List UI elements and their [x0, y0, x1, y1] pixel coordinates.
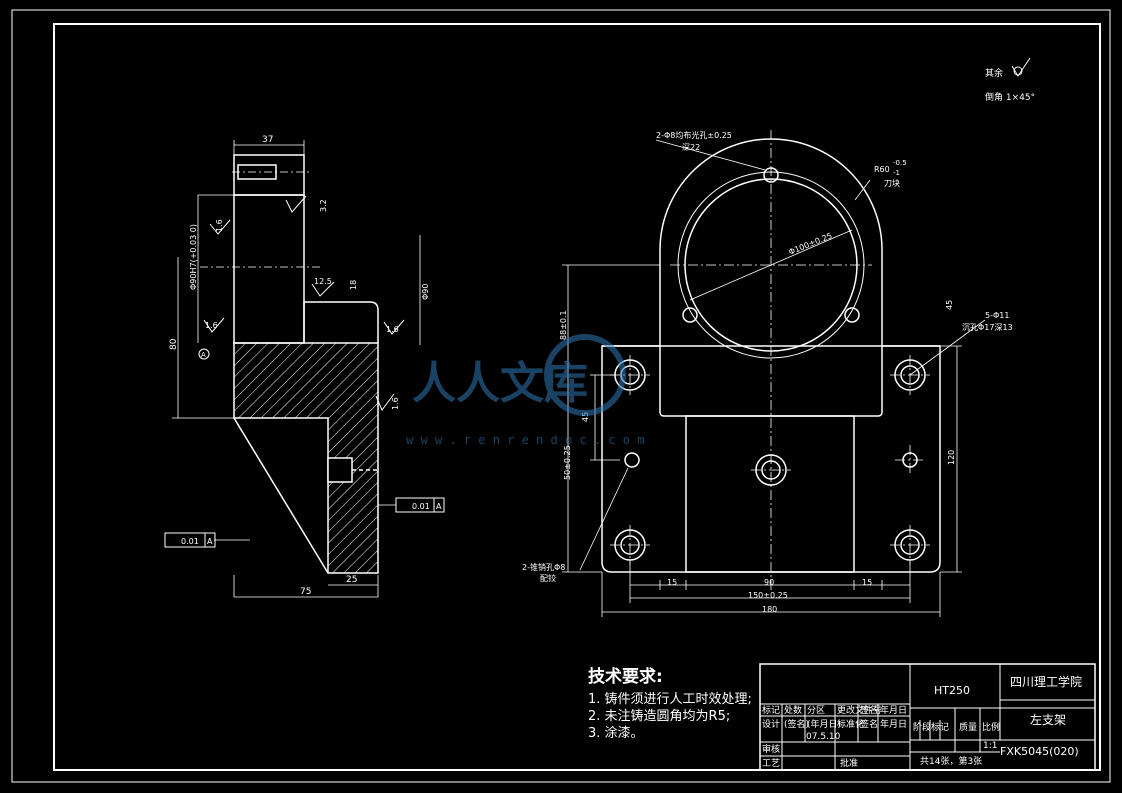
- svg-text:45: 45: [581, 412, 590, 422]
- tech-requirement-1: 1. 铸件须进行人工时效处理;: [588, 692, 752, 707]
- outer-frame: [11, 9, 1111, 783]
- svg-text:深22: 深22: [682, 143, 700, 152]
- svg-text:3.2: 3.2: [319, 199, 328, 212]
- svg-text:07.5.10: 07.5.10: [806, 732, 841, 742]
- svg-text:A: A: [207, 537, 213, 546]
- svg-text:标准化: 标准化: [837, 718, 864, 730]
- svg-text:2-锥销孔Φ8: 2-锥销孔Φ8: [522, 562, 565, 572]
- material: HT250: [934, 684, 970, 697]
- svg-text:Φ90H7(+0.03 0): Φ90H7(+0.03 0): [189, 224, 198, 290]
- tolerance-frames: [164, 348, 445, 548]
- svg-text:批准: 批准: [840, 757, 858, 769]
- tech-requirements-title: 技术要求:: [588, 667, 663, 687]
- svg-text:50±0.25: 50±0.25: [563, 445, 572, 480]
- svg-text:-0.5: -0.5: [893, 159, 907, 167]
- drawing-number: FXK5045(020): [1000, 745, 1079, 758]
- title-block: [759, 663, 1096, 771]
- svg-text:比例: 比例: [982, 721, 1000, 733]
- svg-text:年月日: 年月日: [880, 718, 907, 730]
- svg-text:质量: 质量: [959, 721, 977, 733]
- svg-text:分区: 分区: [807, 705, 825, 716]
- svg-text:0.01: 0.01: [412, 502, 430, 511]
- svg-text:1.6: 1.6: [205, 321, 218, 330]
- svg-text:处数: 处数: [784, 704, 802, 716]
- svg-text:工艺: 工艺: [762, 758, 780, 769]
- part-name: 左支架: [1030, 712, 1066, 727]
- svg-text:R60: R60: [874, 165, 890, 174]
- svg-text:5-Φ11: 5-Φ11: [985, 311, 1009, 320]
- svg-text:75: 75: [300, 587, 311, 597]
- svg-text:1.6: 1.6: [215, 219, 224, 232]
- svg-text:更改文件号: 更改文件号: [837, 704, 882, 716]
- roughness-symbols: [203, 195, 405, 411]
- svg-text:沉孔Φ17深13: 沉孔Φ17深13: [962, 323, 1013, 332]
- machined-surface-symbol: [1011, 57, 1031, 77]
- svg-text:Φ90: Φ90: [421, 284, 430, 300]
- side-dimension-lines: [172, 140, 421, 598]
- surface-finish-label: 其余: [985, 67, 1003, 79]
- school-name: 四川理工学院: [1010, 674, 1082, 689]
- svg-text:150±0.25: 150±0.25: [748, 591, 788, 600]
- front-dimension-labels: 2-Φ8均布光孔±0.25 深22 R60 -0.5 -1 刀块 Φ100±0.…: [522, 130, 1013, 614]
- svg-text:Φ100±0.25: Φ100±0.25: [787, 231, 833, 257]
- svg-text:180: 180: [762, 605, 777, 614]
- svg-text:15: 15: [862, 578, 872, 587]
- svg-text:设计: 设计: [762, 718, 780, 730]
- watermark-text: 人人文库: [412, 358, 588, 409]
- svg-text:0.01: 0.01: [181, 537, 199, 546]
- tech-requirement-2: 2. 未注铸造圆角均为R5;: [588, 709, 731, 724]
- svg-text:审核: 审核: [762, 743, 780, 755]
- svg-text:1.6: 1.6: [391, 397, 400, 410]
- svg-text:1.6: 1.6: [386, 325, 399, 334]
- svg-text:共14张，第3张: 共14张，第3张: [920, 755, 982, 767]
- svg-text:A: A: [436, 502, 442, 511]
- svg-text:15: 15: [667, 578, 677, 587]
- front-dimension-lines: [562, 139, 986, 617]
- svg-text:-1: -1: [893, 169, 900, 177]
- side-view: [233, 154, 380, 574]
- svg-text:配铰: 配铰: [540, 573, 556, 583]
- tech-requirement-3: 3. 涂漆。: [588, 726, 644, 741]
- side-dimension-labels: 37 80 Φ90H7(+0.03 0) 18 3.2 1.6 1.6 1.6 …: [169, 135, 442, 597]
- svg-text:80: 80: [169, 338, 179, 350]
- svg-text:标记: 标记: [762, 704, 780, 716]
- side-centerlines: [200, 171, 320, 268]
- svg-text:A: A: [201, 351, 206, 359]
- watermark: 人人文库 w w w . r e n r e n d o c . c o m: [406, 334, 644, 447]
- svg-text:120: 120: [947, 450, 956, 465]
- svg-text:12.5: 12.5: [314, 277, 332, 286]
- svg-text:(年月日): (年月日): [807, 718, 841, 730]
- svg-text:刀块: 刀块: [884, 178, 900, 188]
- title-block-text: HT250 四川理工学院 左支架 FXK5045(020) 阶段标记 质量 比例…: [762, 674, 1082, 769]
- svg-text:阶段标记: 阶段标记: [913, 721, 949, 733]
- svg-text:18: 18: [349, 280, 358, 290]
- svg-text:45: 45: [945, 300, 954, 310]
- svg-text:2-Φ8均布光孔±0.25: 2-Φ8均布光孔±0.25: [656, 130, 732, 140]
- svg-text:88±0.1: 88±0.1: [559, 310, 568, 340]
- watermark-url: w w w . r e n r e n d o c . c o m: [406, 433, 644, 447]
- svg-text:1:1: 1:1: [983, 741, 997, 751]
- svg-text:年月日: 年月日: [880, 704, 907, 716]
- svg-text:签名: 签名: [860, 718, 878, 730]
- chamfer-note: 倒角 1×45°: [985, 91, 1035, 103]
- svg-text:(签名): (签名): [784, 718, 809, 730]
- svg-text:25: 25: [346, 575, 357, 585]
- inner-frame: [53, 23, 1101, 771]
- svg-text:37: 37: [262, 135, 273, 145]
- svg-text:签名: 签名: [860, 704, 878, 716]
- svg-text:90: 90: [764, 578, 774, 587]
